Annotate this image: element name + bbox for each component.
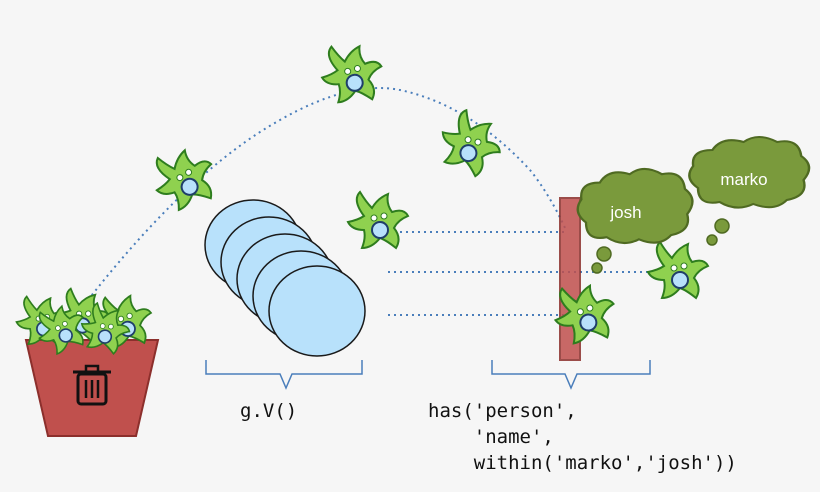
bubble-label-marko: marko bbox=[720, 170, 767, 189]
step-label-has-line3: within('marko','josh')) bbox=[428, 452, 737, 474]
traverser-sprite bbox=[430, 104, 511, 183]
vertex-stack bbox=[204, 199, 366, 357]
traverser-sprite bbox=[347, 191, 409, 249]
step-label-gv: g.V() bbox=[240, 400, 298, 422]
trash-bin bbox=[24, 339, 160, 437]
brace-step2 bbox=[491, 360, 651, 390]
trash-icon bbox=[73, 364, 111, 406]
traversal-arc bbox=[87, 87, 567, 301]
traverser-sprite bbox=[318, 41, 386, 105]
brace-step1 bbox=[205, 360, 363, 390]
thought-bubble-marko: marko bbox=[688, 135, 811, 246]
bubble-label-josh: josh bbox=[609, 203, 641, 222]
thought-bubble-josh: josh bbox=[576, 167, 694, 274]
traverser-sprite bbox=[647, 241, 709, 299]
traverser-sprite bbox=[145, 140, 224, 216]
step-label-has-line2: 'name', bbox=[428, 426, 554, 448]
step-label-has-line1: has('person', bbox=[428, 400, 577, 422]
vertex-circle bbox=[268, 265, 366, 357]
